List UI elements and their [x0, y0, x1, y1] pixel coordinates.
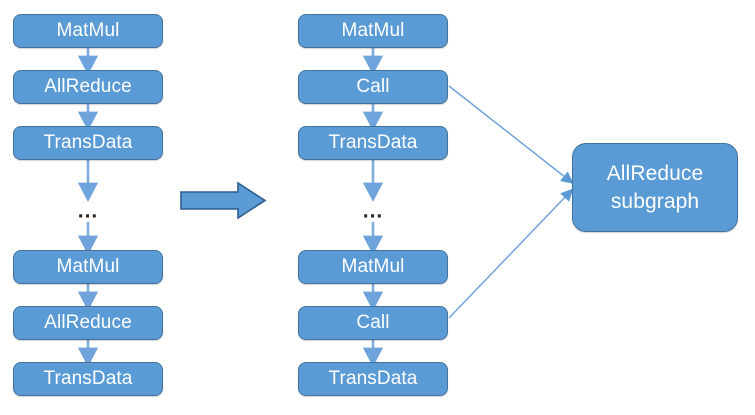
node-matmul-middle-1[interactable]: MatMul [298, 14, 448, 48]
node-matmul-left-2[interactable]: MatMul [13, 250, 163, 284]
node-call-middle-2[interactable]: Call [298, 306, 448, 340]
node-transdata-left-2[interactable]: TransData [13, 362, 163, 396]
node-matmul-middle-2[interactable]: MatMul [298, 250, 448, 284]
subgraph-connectors [448, 85, 574, 319]
ellipsis-middle: ... [362, 199, 384, 223]
connector-call-bottom-to-subgraph [448, 188, 574, 319]
ellipsis-left: ... [77, 199, 99, 223]
node-transdata-left-1[interactable]: TransData [13, 126, 163, 160]
node-transdata-middle-2[interactable]: TransData [298, 362, 448, 396]
node-allreduce-left-1[interactable]: AllReduce [13, 70, 163, 104]
node-matmul-left-1[interactable]: MatMul [13, 14, 163, 48]
connector-call-top-to-subgraph [448, 85, 574, 184]
node-allreduce-subgraph[interactable]: AllReduce subgraph [572, 143, 738, 232]
node-call-middle-1[interactable]: Call [298, 70, 448, 104]
transform-arrow [180, 181, 267, 220]
node-allreduce-left-2[interactable]: AllReduce [13, 306, 163, 340]
node-transdata-middle-1[interactable]: TransData [298, 126, 448, 160]
